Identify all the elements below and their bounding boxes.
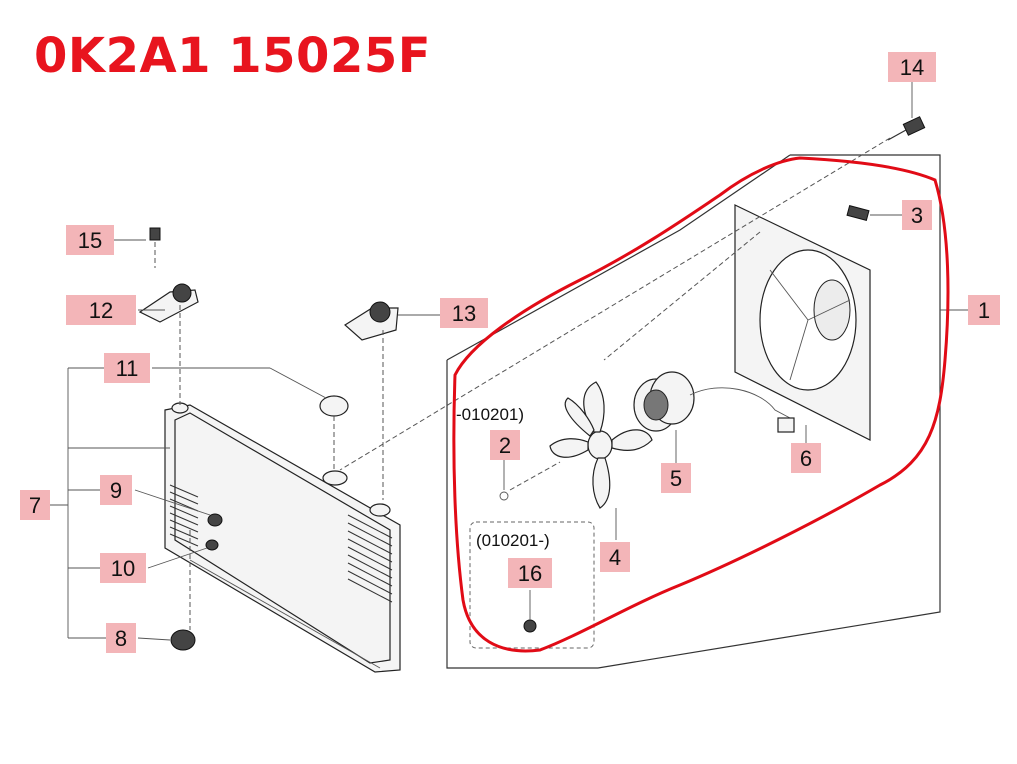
callout-12-text: 12	[89, 298, 113, 323]
part-cap-11	[319, 395, 349, 417]
assembly-frame	[446, 154, 941, 669]
callout-10-text: 10	[111, 556, 135, 581]
callout-8-text: 8	[115, 626, 127, 651]
callout-11-text: 11	[116, 356, 139, 381]
callout-10: 10	[100, 553, 146, 583]
part-fan-4	[549, 381, 653, 509]
callout-7-text: 7	[29, 493, 41, 518]
callout-9: 9	[100, 475, 132, 505]
part-bushing-9	[207, 513, 223, 527]
callout-15: 15	[66, 225, 114, 255]
part-mount-8	[170, 629, 196, 651]
assembly-guide-lines	[154, 137, 891, 649]
callout-7: 7	[20, 490, 50, 520]
callout-5-text: 5	[670, 466, 682, 491]
note-before-010201: -010201)	[456, 405, 524, 424]
callout-2-text: 2	[499, 433, 511, 458]
callout-11: 11	[104, 353, 150, 383]
callout-1-text: 1	[978, 298, 990, 323]
part-bolt-14	[887, 116, 926, 141]
note-after-010201: (010201-)	[476, 531, 550, 550]
callout-14: 14	[888, 52, 936, 82]
callout-5: 5	[661, 463, 691, 493]
callout-12: 12	[66, 295, 136, 325]
part-nut-16	[523, 619, 537, 633]
callout-3: 3	[902, 200, 932, 230]
callout-6: 6	[791, 443, 821, 473]
callout-3-text: 3	[911, 203, 923, 228]
part-clip-3	[846, 204, 870, 222]
callout-6-text: 6	[800, 446, 812, 471]
callout-2: 2	[490, 430, 520, 460]
callout-14-text: 14	[900, 55, 924, 80]
part-bracket-13	[344, 301, 399, 341]
callout-15-text: 15	[78, 228, 102, 253]
part-bracket-12	[138, 283, 199, 323]
part-bushing-10	[205, 539, 219, 551]
callout-4-text: 4	[609, 545, 621, 570]
leader-lines	[50, 82, 968, 641]
highlight-outline	[452, 156, 950, 653]
callout-13-text: 13	[452, 301, 476, 326]
callout-16: 16	[508, 558, 552, 588]
callout-16-text: 16	[518, 561, 542, 586]
callout-8: 8	[106, 623, 136, 653]
callout-13: 13	[440, 298, 488, 328]
part-number-title: 0K2A1 15025F	[34, 28, 432, 84]
radiator	[164, 402, 401, 673]
part-clip-2	[499, 491, 509, 501]
callout-4: 4	[600, 542, 630, 572]
part-motor-5	[633, 371, 791, 432]
part-bolt-15	[149, 227, 161, 241]
part-shroud-6	[734, 204, 871, 441]
callout-1: 1	[968, 295, 1000, 325]
callout-9-text: 9	[110, 478, 122, 503]
